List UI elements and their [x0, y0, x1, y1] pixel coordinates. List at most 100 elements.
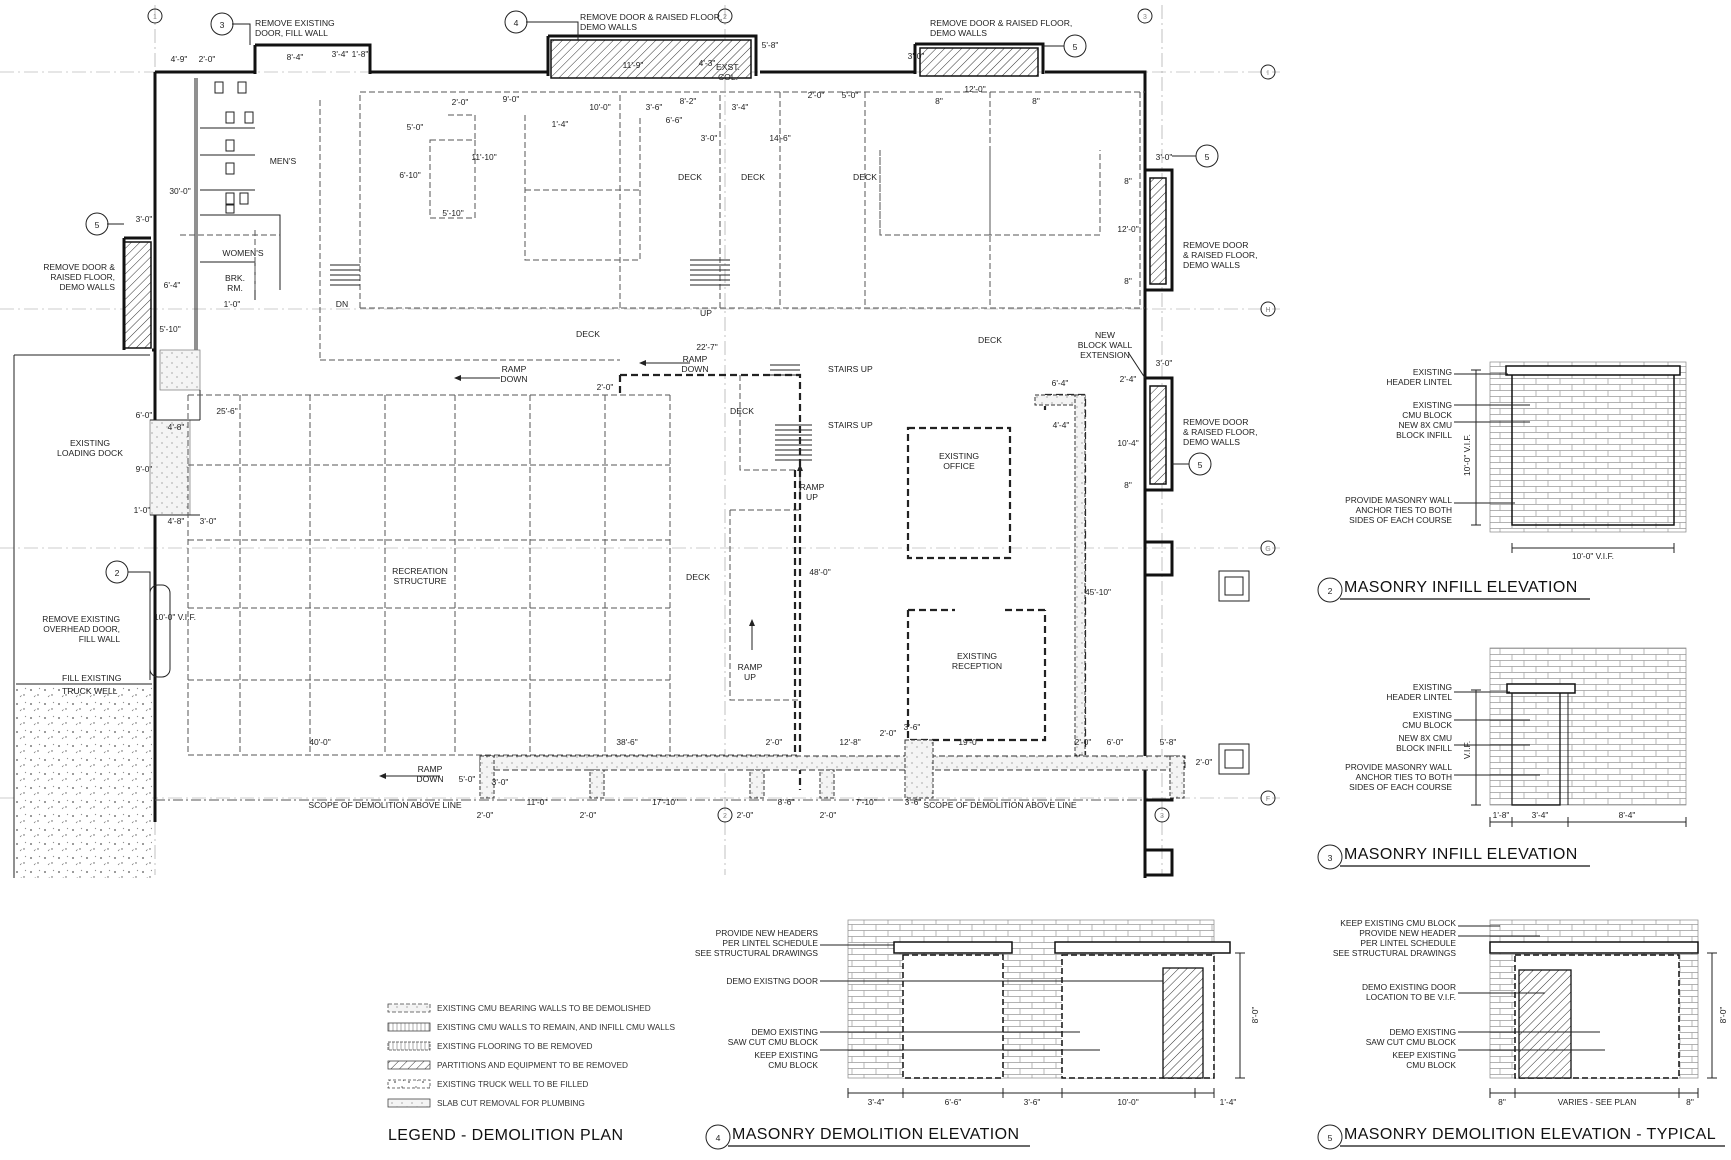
grid-tag-2: 2 — [723, 14, 727, 21]
ramp-up-2b: UP — [744, 672, 756, 682]
e3-header-1: EXISTING — [1413, 682, 1452, 692]
e4-door: DEMO EXISTNG DOOR — [726, 976, 818, 986]
ramp-down-2a: RAMP — [683, 354, 708, 364]
tag-3-plan: 3 — [220, 20, 225, 30]
e5-door-1: DEMO EXISTING DOOR — [1362, 982, 1456, 992]
dim-4-9: 4'-9" — [171, 54, 188, 64]
dim-8-a: 8" — [935, 96, 943, 106]
e2-cmu-4: BLOCK INFILL — [1396, 430, 1452, 440]
e4-dim-2: 6'-6" — [945, 1097, 962, 1107]
dim-3-0-d: 3'-0" — [200, 516, 217, 526]
dim-6-6-a: 6'-6" — [666, 115, 683, 125]
reception-2: RECEPTION — [952, 661, 1002, 671]
callout-5-r1-2: & RAISED FLOOR, — [1183, 250, 1258, 260]
room-womens: WOMEN'S — [222, 248, 264, 258]
deck-1: DECK — [678, 172, 702, 182]
e5-dim-2: VARIES - SEE PLAN — [1558, 1097, 1637, 1107]
tag-5-right2: 5 — [1198, 460, 1203, 470]
e2-tag: 2 — [1328, 586, 1333, 596]
e4-dim-v: 8'-0" — [1250, 1007, 1260, 1024]
e5-dim-v: 8'-0" — [1718, 1007, 1728, 1024]
dim-22-7: 22'-7" — [696, 342, 717, 352]
e2-cmu-1: EXISTING — [1413, 400, 1452, 410]
grid-tag-f: F — [1266, 796, 1270, 803]
dim-4-8-a: 4'-8" — [168, 422, 185, 432]
office-1: EXISTING — [939, 451, 979, 461]
dim-5-10-b: 5'-10" — [159, 324, 180, 334]
dim-11-0: 11'-0" — [527, 797, 548, 807]
callout-5-top-1: REMOVE DOOR & RAISED FLOOR, — [930, 18, 1072, 28]
callout-5-r1-3: DEMO WALLS — [1183, 260, 1240, 270]
e2-ties-1: PROVIDE MASONRY WALL — [1345, 495, 1452, 505]
reception-1: EXISTING — [957, 651, 997, 661]
e4-saw-4: CMU BLOCK — [768, 1060, 818, 1070]
e4-saw-2: SAW CUT CMU BLOCK — [728, 1037, 819, 1047]
callout-5-r2-2: & RAISED FLOOR, — [1183, 427, 1258, 437]
room-mens: MEN'S — [270, 156, 297, 166]
e3-dim-3: 8'-4" — [1619, 810, 1636, 820]
legend-item-3: EXISTING FLOORING TO BE REMOVED — [437, 1041, 593, 1051]
elevation-2: EXISTING HEADER LINTEL EXISTING CMU BLOC… — [1317, 361, 1687, 603]
callout-3-line2: DOOR, FILL WALL — [255, 28, 328, 38]
e3-cmu-3: NEW 8X CMU — [1398, 733, 1452, 743]
dim-38-6: 38'-6" — [616, 737, 637, 747]
elevation-5: KEEP EXISTING CMU BLOCK PROVIDE NEW HEAD… — [1317, 918, 1728, 1150]
ramp-down-3a: RAMP — [418, 764, 443, 774]
e3-cmu-2: CMU BLOCK — [1402, 720, 1452, 730]
dim-1-0-b: 1'-0" — [134, 505, 151, 515]
dim-4-3: 4'-3" — [699, 58, 716, 68]
dim-7-10: 7'-10" — [855, 797, 876, 807]
callout-5-left-1: REMOVE DOOR & — [43, 262, 115, 272]
e3-cmu-4: BLOCK INFILL — [1396, 743, 1452, 753]
office-2: OFFICE — [943, 461, 975, 471]
stair-up: UP — [700, 308, 712, 318]
dim-3-0-e: 3'-0" — [1156, 358, 1173, 368]
e4-headers-1: PROVIDE NEW HEADERS — [716, 928, 819, 938]
scope-line-right: SCOPE OF DEMOLITION ABOVE LINE — [923, 800, 1077, 810]
e2-cmu-3: NEW 8X CMU — [1398, 420, 1452, 430]
dim-48-0: 48'-0" — [809, 567, 830, 577]
callout-newblock-2: BLOCK WALL — [1078, 340, 1133, 350]
dim-6-10: 6'-10" — [399, 170, 420, 180]
dim-17-10: 17'-10" — [652, 797, 678, 807]
e4-dim-4: 10'-0" — [1117, 1097, 1138, 1107]
ramp-down-2b: DOWN — [681, 364, 708, 374]
dim-4-4: 4'-4" — [1053, 420, 1070, 430]
e2-dim-h: 10'-0" V.I.F. — [1572, 551, 1614, 561]
callout-truck-2: TRUCK WELL — [62, 686, 118, 696]
deck-5: DECK — [978, 335, 1002, 345]
dim-8-b: 8" — [1032, 96, 1040, 106]
deck-7: DECK — [686, 572, 710, 582]
dim-3-4-a: 3'-4" — [332, 49, 349, 59]
dim-8-c: 8" — [1124, 480, 1132, 490]
dim-2-0-l: 2'-0" — [820, 810, 837, 820]
tag-5-top: 5 — [1073, 42, 1078, 52]
e2-cmu-2: CMU BLOCK — [1402, 410, 1452, 420]
e3-title: MASONRY INFILL ELEVATION — [1344, 846, 1578, 863]
loading-dock-1: EXISTING — [70, 438, 110, 448]
stairs-up-1: STAIRS UP — [828, 364, 873, 374]
deck-4: DECK — [576, 329, 600, 339]
dim-12-0-a: 12'-0" — [964, 84, 985, 94]
dim-8-6: 8'-6" — [778, 797, 795, 807]
dim-19-0: 19'-0" — [958, 737, 979, 747]
deck-2: DECK — [741, 172, 765, 182]
callout-5-r2-1: REMOVE DOOR — [1183, 417, 1248, 427]
dim-30-0: 30'-0" — [169, 186, 190, 196]
e3-dim-2: 3'-4" — [1532, 810, 1549, 820]
dim-2-0-g: 2'-0" — [1075, 737, 1092, 747]
e4-dim-1: 3'-4" — [868, 1097, 885, 1107]
dim-3-6-a: 3'-6" — [646, 102, 663, 112]
loading-dock-2: LOADING DOCK — [57, 448, 123, 458]
exst-col-2: COL. — [718, 72, 738, 82]
grid-tag-3: 3 — [1143, 14, 1147, 21]
callout-5-left-3: DEMO WALLS — [59, 282, 115, 292]
e5-saw-4: CMU BLOCK — [1406, 1060, 1456, 1070]
e5-tag: 5 — [1328, 1133, 1333, 1143]
e3-ties-3: SIDES OF EACH COURSE — [1349, 782, 1452, 792]
ramp-up-2a: RAMP — [738, 662, 763, 672]
deck-3: DECK — [853, 172, 877, 182]
e5-door-2: LOCATION TO BE V.I.F. — [1366, 992, 1456, 1002]
dim-45-10: 45'-10" — [1085, 587, 1111, 597]
